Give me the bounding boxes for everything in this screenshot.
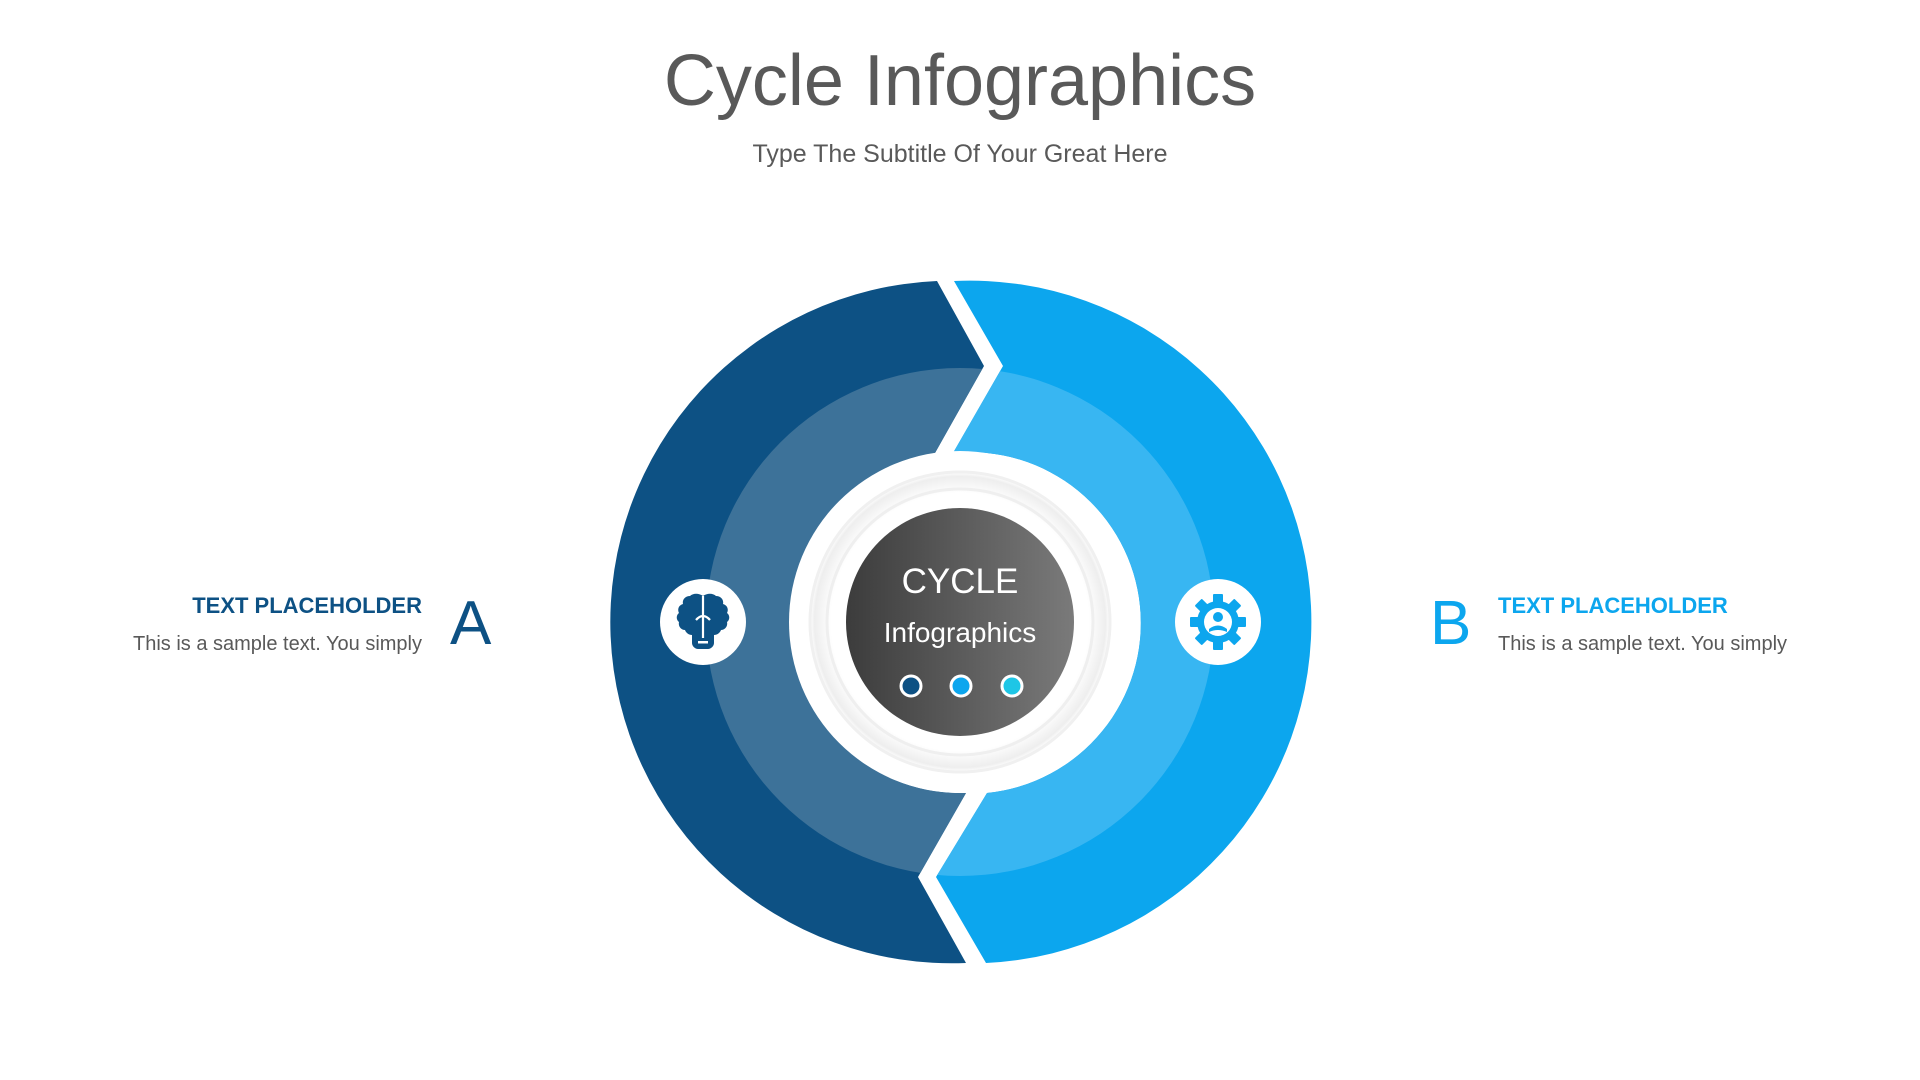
segment-b-text-block: TEXT PLACEHOLDER This is a sample text. … xyxy=(1498,593,1787,656)
gear-user-icon xyxy=(1175,579,1261,665)
segment-a-letter: A xyxy=(450,589,492,658)
center-dots xyxy=(899,674,1024,698)
segment-a-text-block: TEXT PLACEHOLDER This is a sample text. … xyxy=(133,593,422,656)
segment-b-letter: B xyxy=(1430,589,1472,658)
center-subtitle: Infographics xyxy=(883,617,1037,648)
page-title: Cycle Infographics xyxy=(663,41,1257,121)
segment-b-heading: TEXT PLACEHOLDER xyxy=(1498,593,1728,618)
segment-a-heading: TEXT PLACEHOLDER xyxy=(192,593,422,618)
page-subtitle: Type The Subtitle Of Your Great Here xyxy=(752,140,1168,168)
brain-lightbulb-icon xyxy=(660,579,746,665)
segment-b-body: This is a sample text. You simply xyxy=(1498,633,1788,655)
segment-a-body: This is a sample text. You simply xyxy=(132,633,422,655)
center-title: CYCLE xyxy=(901,562,1019,601)
